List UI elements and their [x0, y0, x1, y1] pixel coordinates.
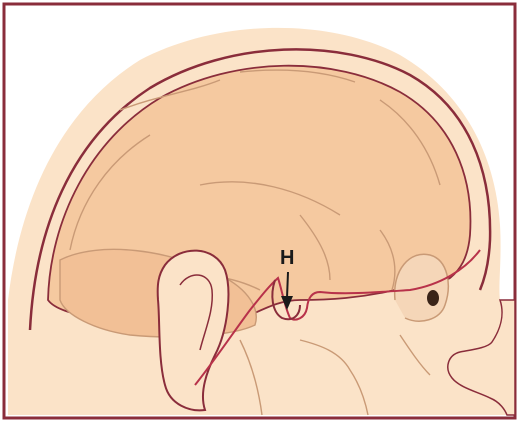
label-h: H [280, 247, 294, 269]
eye [427, 290, 439, 306]
